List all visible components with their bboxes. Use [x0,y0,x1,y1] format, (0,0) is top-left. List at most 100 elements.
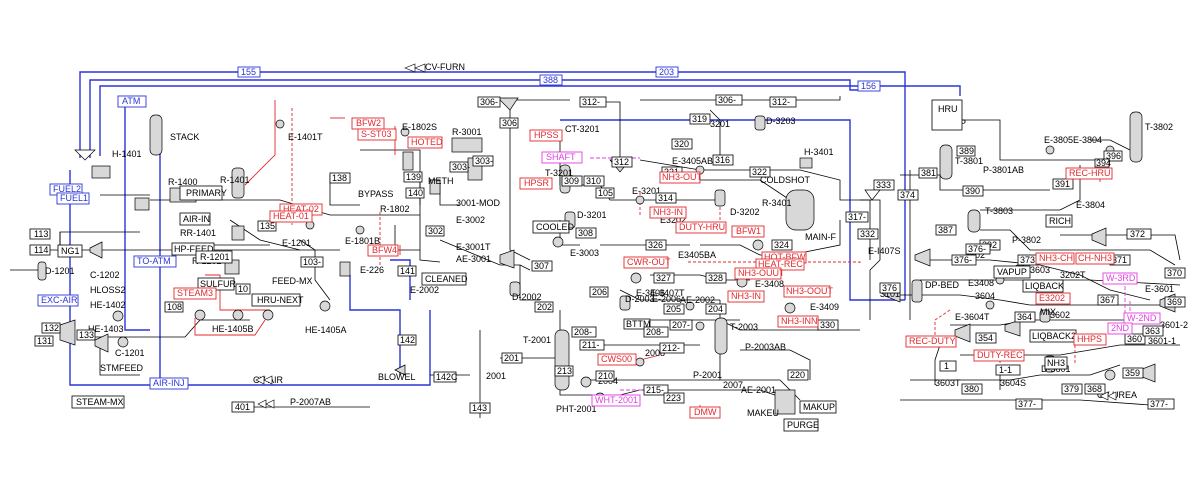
furnace-burner-icon [74,149,96,161]
label-p2003ab: P-2003AB [745,342,786,352]
nh3-oout-box: NH3-OOUT [786,286,834,296]
liqback2-box: LIQBACK2 [1032,331,1076,341]
stream-370: 370 [1167,268,1182,278]
stream-367: 367 [1100,295,1115,305]
stream-312c: 312- [772,97,790,107]
label-r1802: R-1802 [380,204,410,214]
label-ae3001: AE-3001 [456,254,491,264]
label-e1201: E-1201 [282,238,311,248]
bfw2-box: BFW2 [356,118,381,128]
stream-381: 381 [921,168,936,178]
stream-202: 202 [537,302,552,312]
label-ae2002: AE-2002 [680,295,715,305]
stream-103: 103- [303,257,321,267]
stream-374: 374 [900,190,915,200]
label-mix: MIX [1040,307,1056,317]
liqback-box: LIQBACK [1025,281,1064,291]
label-3202t: 3202T [1060,270,1086,280]
label-p3801ab: P-3801AB [983,165,1024,175]
label-3601-2: 3601-2 [1160,320,1188,330]
heat01-box: HEAT-01 [273,211,309,221]
stream-215: 215- [646,385,664,395]
label-3602b: 3602 [1050,310,1070,320]
stream-376a: 376- [968,244,986,254]
label-d3201: D-3201 [577,210,607,220]
stream-326: 326 [648,240,663,250]
label-rr1401: RR-1401 [180,228,216,238]
stack [149,114,163,156]
hhps-box: HHPS [1077,334,1102,344]
hp-feed-box: HP-FEED [174,244,214,254]
2nd-box: 2ND [1111,323,1130,333]
stream-108: 108 [167,302,182,312]
label-r1400: R-1400 [168,177,198,187]
label-h3401: H-3401 [804,147,834,157]
label-e3201: E-3201 [632,186,661,196]
bfw1-box: BFW1 [736,226,761,236]
exchanger-cws00 [635,357,645,367]
makup-box: MAKUP [803,402,835,412]
exchanger-e3201 [635,195,645,205]
stream-205: 205 [666,304,681,314]
stream-359: 359 [1125,368,1140,378]
stream-10: 10 [238,284,248,294]
label-2001: 2001 [486,371,506,381]
stream-354: 354 [978,333,993,343]
label-stmfeed: STMFEED [100,363,144,373]
label-t3803: T-3803 [985,206,1013,216]
exchanger-e3409 [784,302,796,314]
label-3604s: 3604S [1000,378,1026,388]
stream-142c: 142C [436,372,458,382]
exchanger-3604 [985,300,995,310]
stream-380: 380 [964,384,979,394]
stream-114: 114 [34,245,48,255]
label-e3409: E-3409 [810,302,839,312]
r1201-box: R-1201 [200,252,230,262]
label-e3601: E-3601 [1145,284,1174,294]
stream-131: 131 [37,336,52,346]
label-e1401t: E-1401T [288,132,323,142]
column-t3802 [1129,111,1143,163]
stream-138: 138 [332,173,347,183]
duty-hru-box: DUTY-HRU [679,222,725,232]
red-utility-boxes: BFW2 S-ST03 HOTED HEAT-02 HEAT-01 BFW4 S… [173,117,1115,419]
stream-319: 319 [692,114,707,124]
reactor-meth [429,179,441,195]
stripper-t3801 [939,144,953,180]
hot-bfw-box: HOT-BFW [764,252,806,262]
exc-air-box: EXC-AIR [41,295,78,305]
nh3-in-box: NH3-IN [653,207,683,217]
label-e3002: E-3002 [456,215,485,225]
w-3rd-box: W-3RD [1106,273,1136,283]
stream-223: 223 [666,393,681,403]
compressor-306 [497,97,519,111]
t3801-funnel-icon [864,189,881,201]
stream-306a: 306- [480,97,498,107]
label-dp-bed: DP-BED [925,280,960,290]
exchanger-he1403 [117,336,129,348]
label-e3407t: E-3407T [650,288,685,298]
stream-396: 396 [1106,151,1121,161]
exchanger-e3805 [1045,145,1055,155]
drum-d3203 [754,115,766,131]
drum-d2003 [619,295,631,311]
stream-390: 390 [965,186,980,196]
exchanger-he1405b-2 [232,309,244,321]
label-e226: E-226 [360,265,384,275]
exchanger-he1405b [194,309,206,321]
stream-388: 388 [543,75,558,85]
furnace-h1401 [91,165,111,179]
exchanger-e1401t [275,119,285,129]
plain-labels: CV-FURN STACK H-1401 R-1400 R-1401 RR-14… [45,62,1188,418]
stream-387: 387 [938,225,953,235]
compressor-354 [954,323,971,343]
hoted-box: HOTED [411,137,443,147]
stream-308: 308 [578,228,593,238]
column-t2003 [714,317,728,355]
stream-140: 140 [408,188,423,198]
stream-142: 142 [400,335,415,345]
stream-314: 314 [658,193,673,203]
cwr-out-box: CWR-OUT [627,257,671,267]
stream-135: 135 [260,221,275,231]
stream-371: 371 [1112,255,1127,265]
